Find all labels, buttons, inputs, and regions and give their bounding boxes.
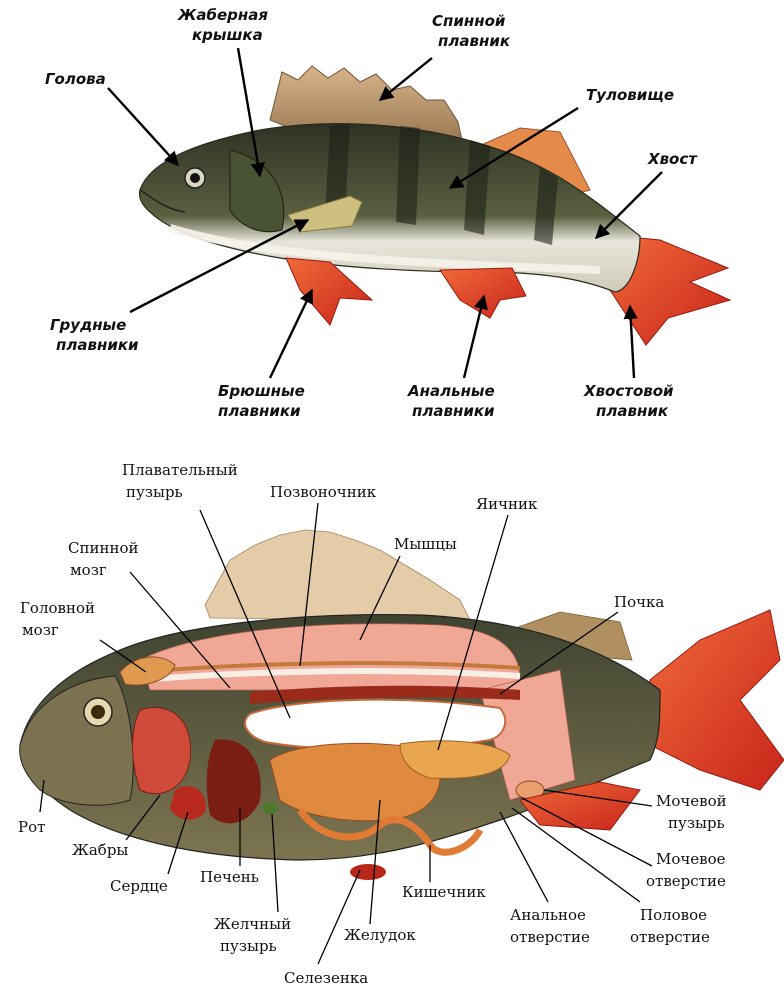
label-genital-line2: отверстие: [630, 928, 710, 946]
label-tail: Хвост: [647, 150, 698, 168]
label-gill-cover-line1: Жаберная: [177, 6, 268, 24]
label-urinary-bladder-line2: пузырь: [668, 814, 725, 832]
label-anus-line2: отверстие: [510, 928, 590, 946]
label-liver: Печень: [200, 868, 259, 886]
label-mouth: Рот: [18, 818, 45, 836]
label-dorsal-fin-line1: Спинной: [432, 12, 506, 30]
label-urinary-bladder-line1: Мочевой: [656, 792, 727, 810]
label-gill-cover-line2: крышка: [192, 26, 263, 44]
label-swim-bladder-line2: пузырь: [126, 483, 183, 501]
label-pelvic-line1: Брюшные: [218, 382, 305, 400]
label-muscles: Мышцы: [394, 535, 457, 553]
label-ovary: Яичник: [476, 495, 538, 513]
internal-caudal-fin: [650, 610, 784, 790]
spleen: [350, 864, 386, 880]
label-brain-line1: Головной: [20, 599, 95, 617]
label-anus-line1: Анальное: [510, 906, 586, 924]
label-dorsal-fin-line2: плавник: [438, 32, 511, 50]
label-anal-line1: Анальные: [407, 382, 495, 400]
label-head: Голова: [45, 70, 106, 88]
label-caudal-line2: плавник: [596, 402, 669, 420]
label-gills: Жабры: [72, 841, 128, 859]
label-urinary-opening-line1: Мочевое: [656, 850, 726, 868]
label-kidney: Почка: [614, 593, 664, 611]
label-genital-line1: Половое: [640, 906, 707, 924]
label-brain-line2: мозг: [22, 621, 59, 639]
label-trunk: Туловище: [586, 86, 674, 104]
internal-head: [20, 676, 133, 805]
label-gallbladder-line2: пузырь: [220, 937, 277, 955]
label-intestine: Кишечник: [402, 883, 486, 901]
label-heart: Сердце: [110, 877, 168, 895]
label-pectoral-line1: Грудные: [50, 316, 126, 334]
label-spleen: Селезенка: [284, 969, 368, 987]
label-anal-line2: плавники: [412, 402, 495, 420]
label-spinal-cord-line2: мозг: [70, 561, 107, 579]
label-swim-bladder-line1: Плавательный: [122, 461, 238, 479]
anal-fin: [440, 268, 526, 318]
label-gallbladder-line1: Желчный: [214, 915, 291, 933]
external-fish: [139, 66, 730, 345]
label-caudal-line1: Хвостовой: [583, 382, 674, 400]
label-stomach: Желудок: [344, 926, 416, 944]
label-urinary-opening-line2: отверстие: [646, 872, 726, 890]
label-pelvic-line2: плавники: [218, 402, 301, 420]
label-pectoral-line2: плавники: [56, 336, 139, 354]
label-spine: Позвоночник: [270, 483, 377, 501]
gallbladder: [262, 802, 278, 814]
label-spinal-cord-line1: Спинной: [68, 539, 139, 557]
gills: [133, 707, 191, 793]
